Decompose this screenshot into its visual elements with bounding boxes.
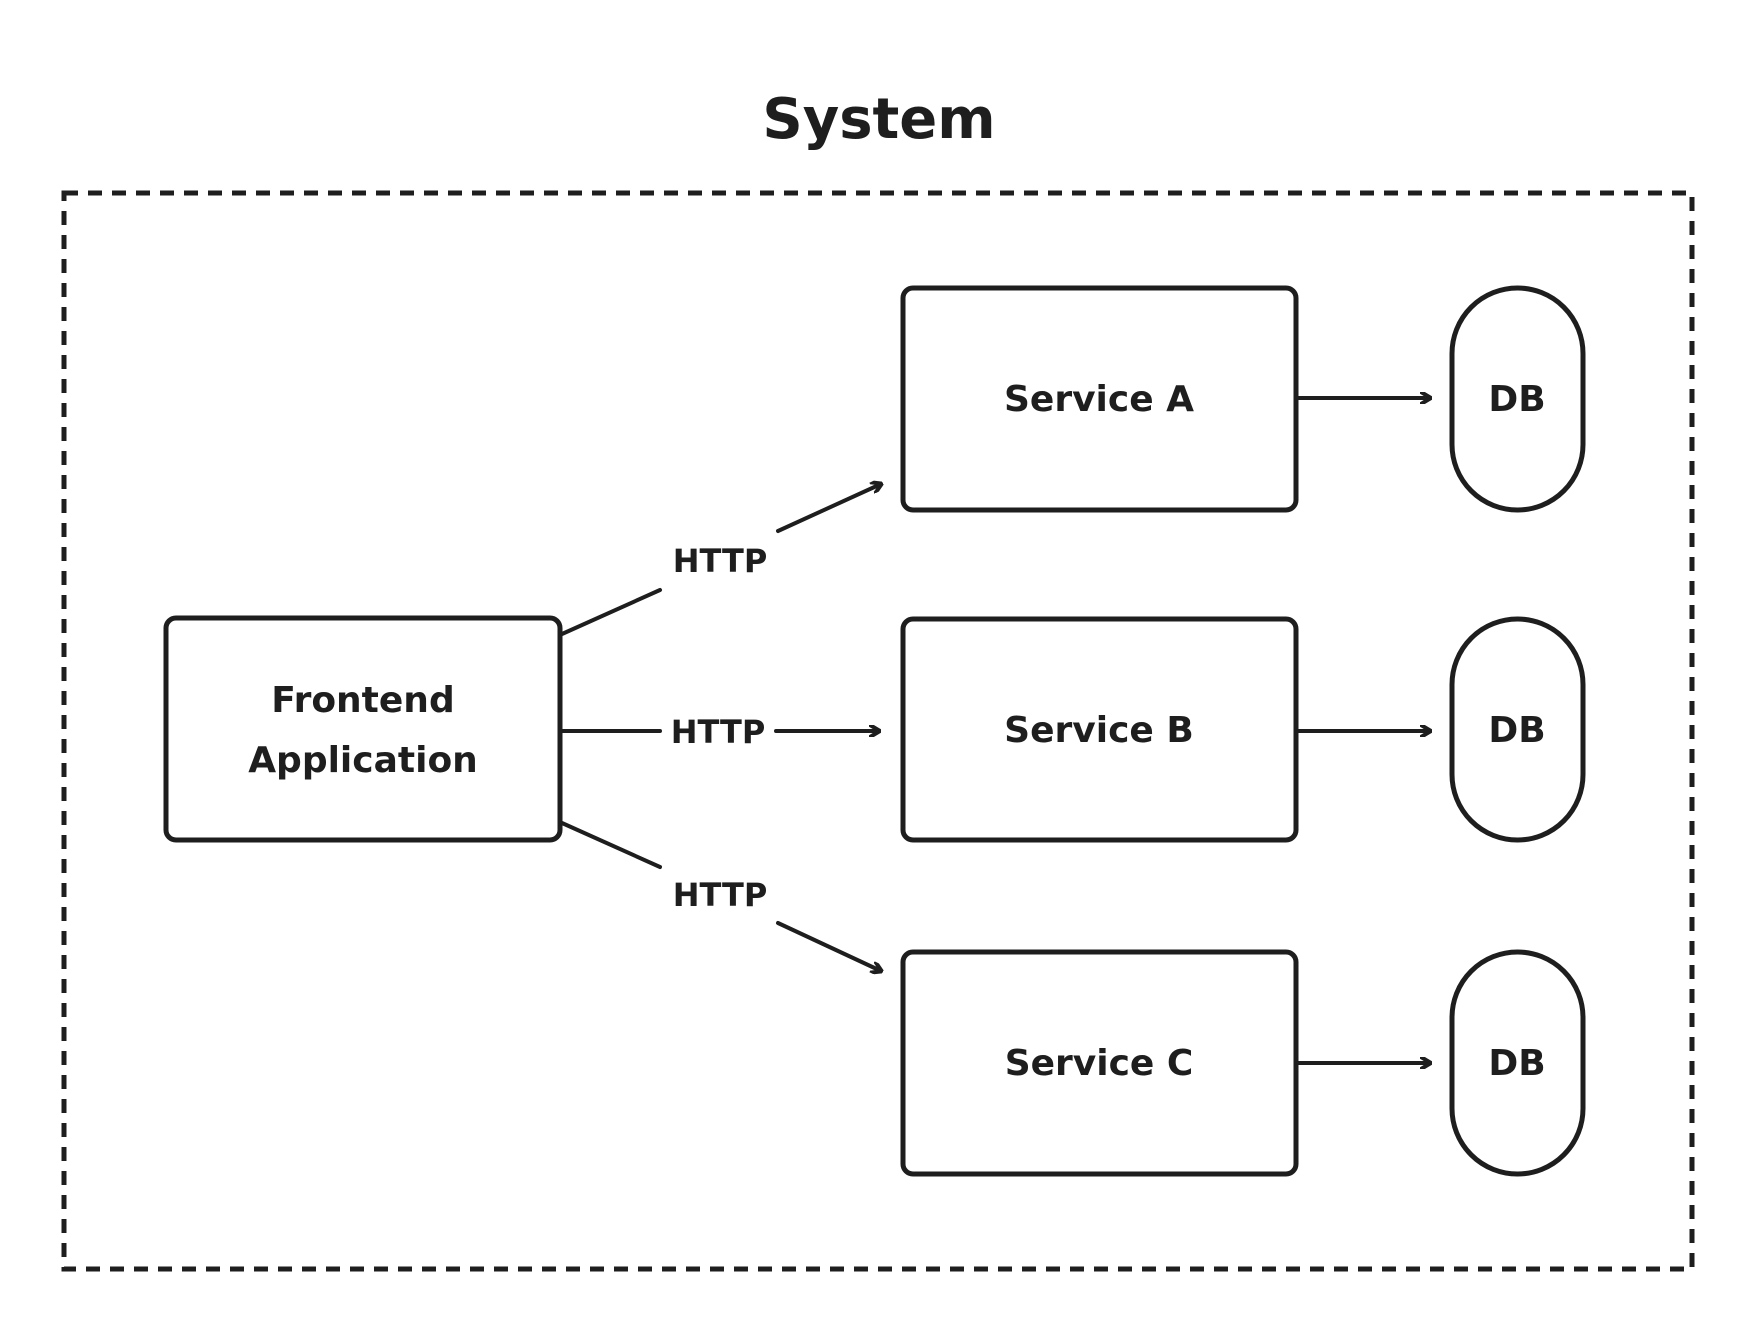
- db-a-node[interactable]: DB: [1449, 285, 1586, 513]
- db-label: DB: [1488, 379, 1545, 420]
- db-c-node[interactable]: DB: [1449, 949, 1586, 1177]
- edge-label: HTTP: [671, 713, 766, 751]
- service-b-node[interactable]: Service B: [900, 616, 1299, 843]
- edge-frontend-service-a[interactable]: HTTP: [560, 484, 881, 636]
- service-c-node[interactable]: Service C: [900, 949, 1299, 1177]
- service-a-node[interactable]: Service A: [900, 285, 1299, 513]
- system-boundary: [61, 190, 1695, 1272]
- db-label: DB: [1488, 710, 1545, 751]
- service-label: Service A: [1004, 379, 1194, 420]
- edge-label: HTTP: [673, 542, 768, 580]
- edge-label: HTTP: [673, 876, 768, 914]
- edge-frontend-service-b[interactable]: HTTP: [560, 713, 881, 751]
- service-label: Service B: [1004, 710, 1194, 751]
- edge-frontend-service-c[interactable]: HTTP: [560, 821, 881, 971]
- frontend-label-line2: Application: [248, 740, 478, 781]
- system-title: System: [762, 87, 995, 152]
- frontend-label-line1: Frontend: [271, 680, 454, 721]
- db-label: DB: [1488, 1043, 1545, 1084]
- frontend-node[interactable]: Frontend Application: [163, 615, 563, 843]
- db-b-node[interactable]: DB: [1449, 616, 1586, 843]
- service-label: Service C: [1005, 1043, 1194, 1084]
